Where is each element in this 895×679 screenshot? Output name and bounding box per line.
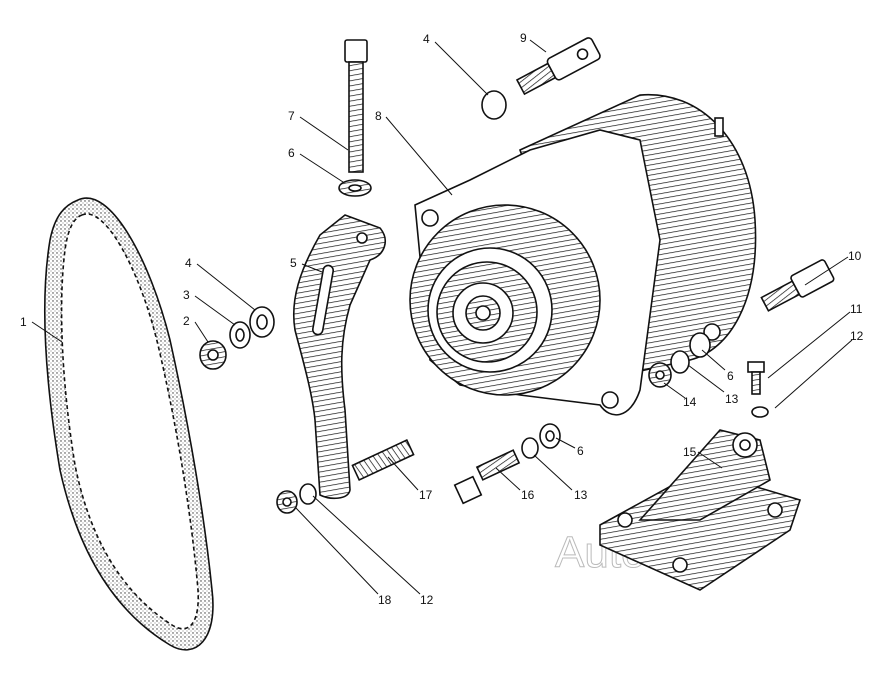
callout-14: 14 [683,395,697,409]
callout-4-left: 4 [185,256,192,270]
tension-bolt [760,259,835,312]
callout-13-lower: 13 [574,488,588,502]
mounting-bracket [599,429,802,591]
callouts: 1 2 3 4 4 5 6 6 6 7 8 9 10 11 12 12 13 1… [20,31,864,607]
nut-and-washers-left [199,306,275,370]
small-bolt [747,361,769,418]
callout-13-right: 13 [725,392,739,406]
nut-and-washer-bottom [276,483,317,514]
callout-9: 9 [520,31,527,45]
bolt-and-washers-lower [453,423,561,505]
callout-12-lower: 12 [420,593,434,607]
callout-17: 17 [419,488,433,502]
callout-8: 8 [375,109,382,123]
callout-4-top: 4 [423,32,430,46]
callout-6-top: 6 [288,146,295,160]
callout-6-right: 6 [727,369,734,383]
adjusting-bracket [292,214,386,500]
callout-16: 16 [521,488,535,502]
callout-5: 5 [290,256,297,270]
washers-right [648,332,711,388]
callout-10: 10 [848,249,862,263]
callout-7: 7 [288,109,295,123]
drive-belt [44,197,214,651]
adjusting-bolt [515,37,601,96]
alternator [409,93,757,416]
callout-1: 1 [20,315,27,329]
callout-18: 18 [378,593,392,607]
callout-11: 11 [850,302,863,316]
callout-6-lower: 6 [577,444,584,458]
callout-3: 3 [183,288,190,302]
washer-top [481,90,507,120]
callout-15: 15 [683,445,697,459]
stud [351,439,415,481]
callout-12-right: 12 [850,329,864,343]
long-bolt [338,39,372,197]
callout-2: 2 [183,314,190,328]
